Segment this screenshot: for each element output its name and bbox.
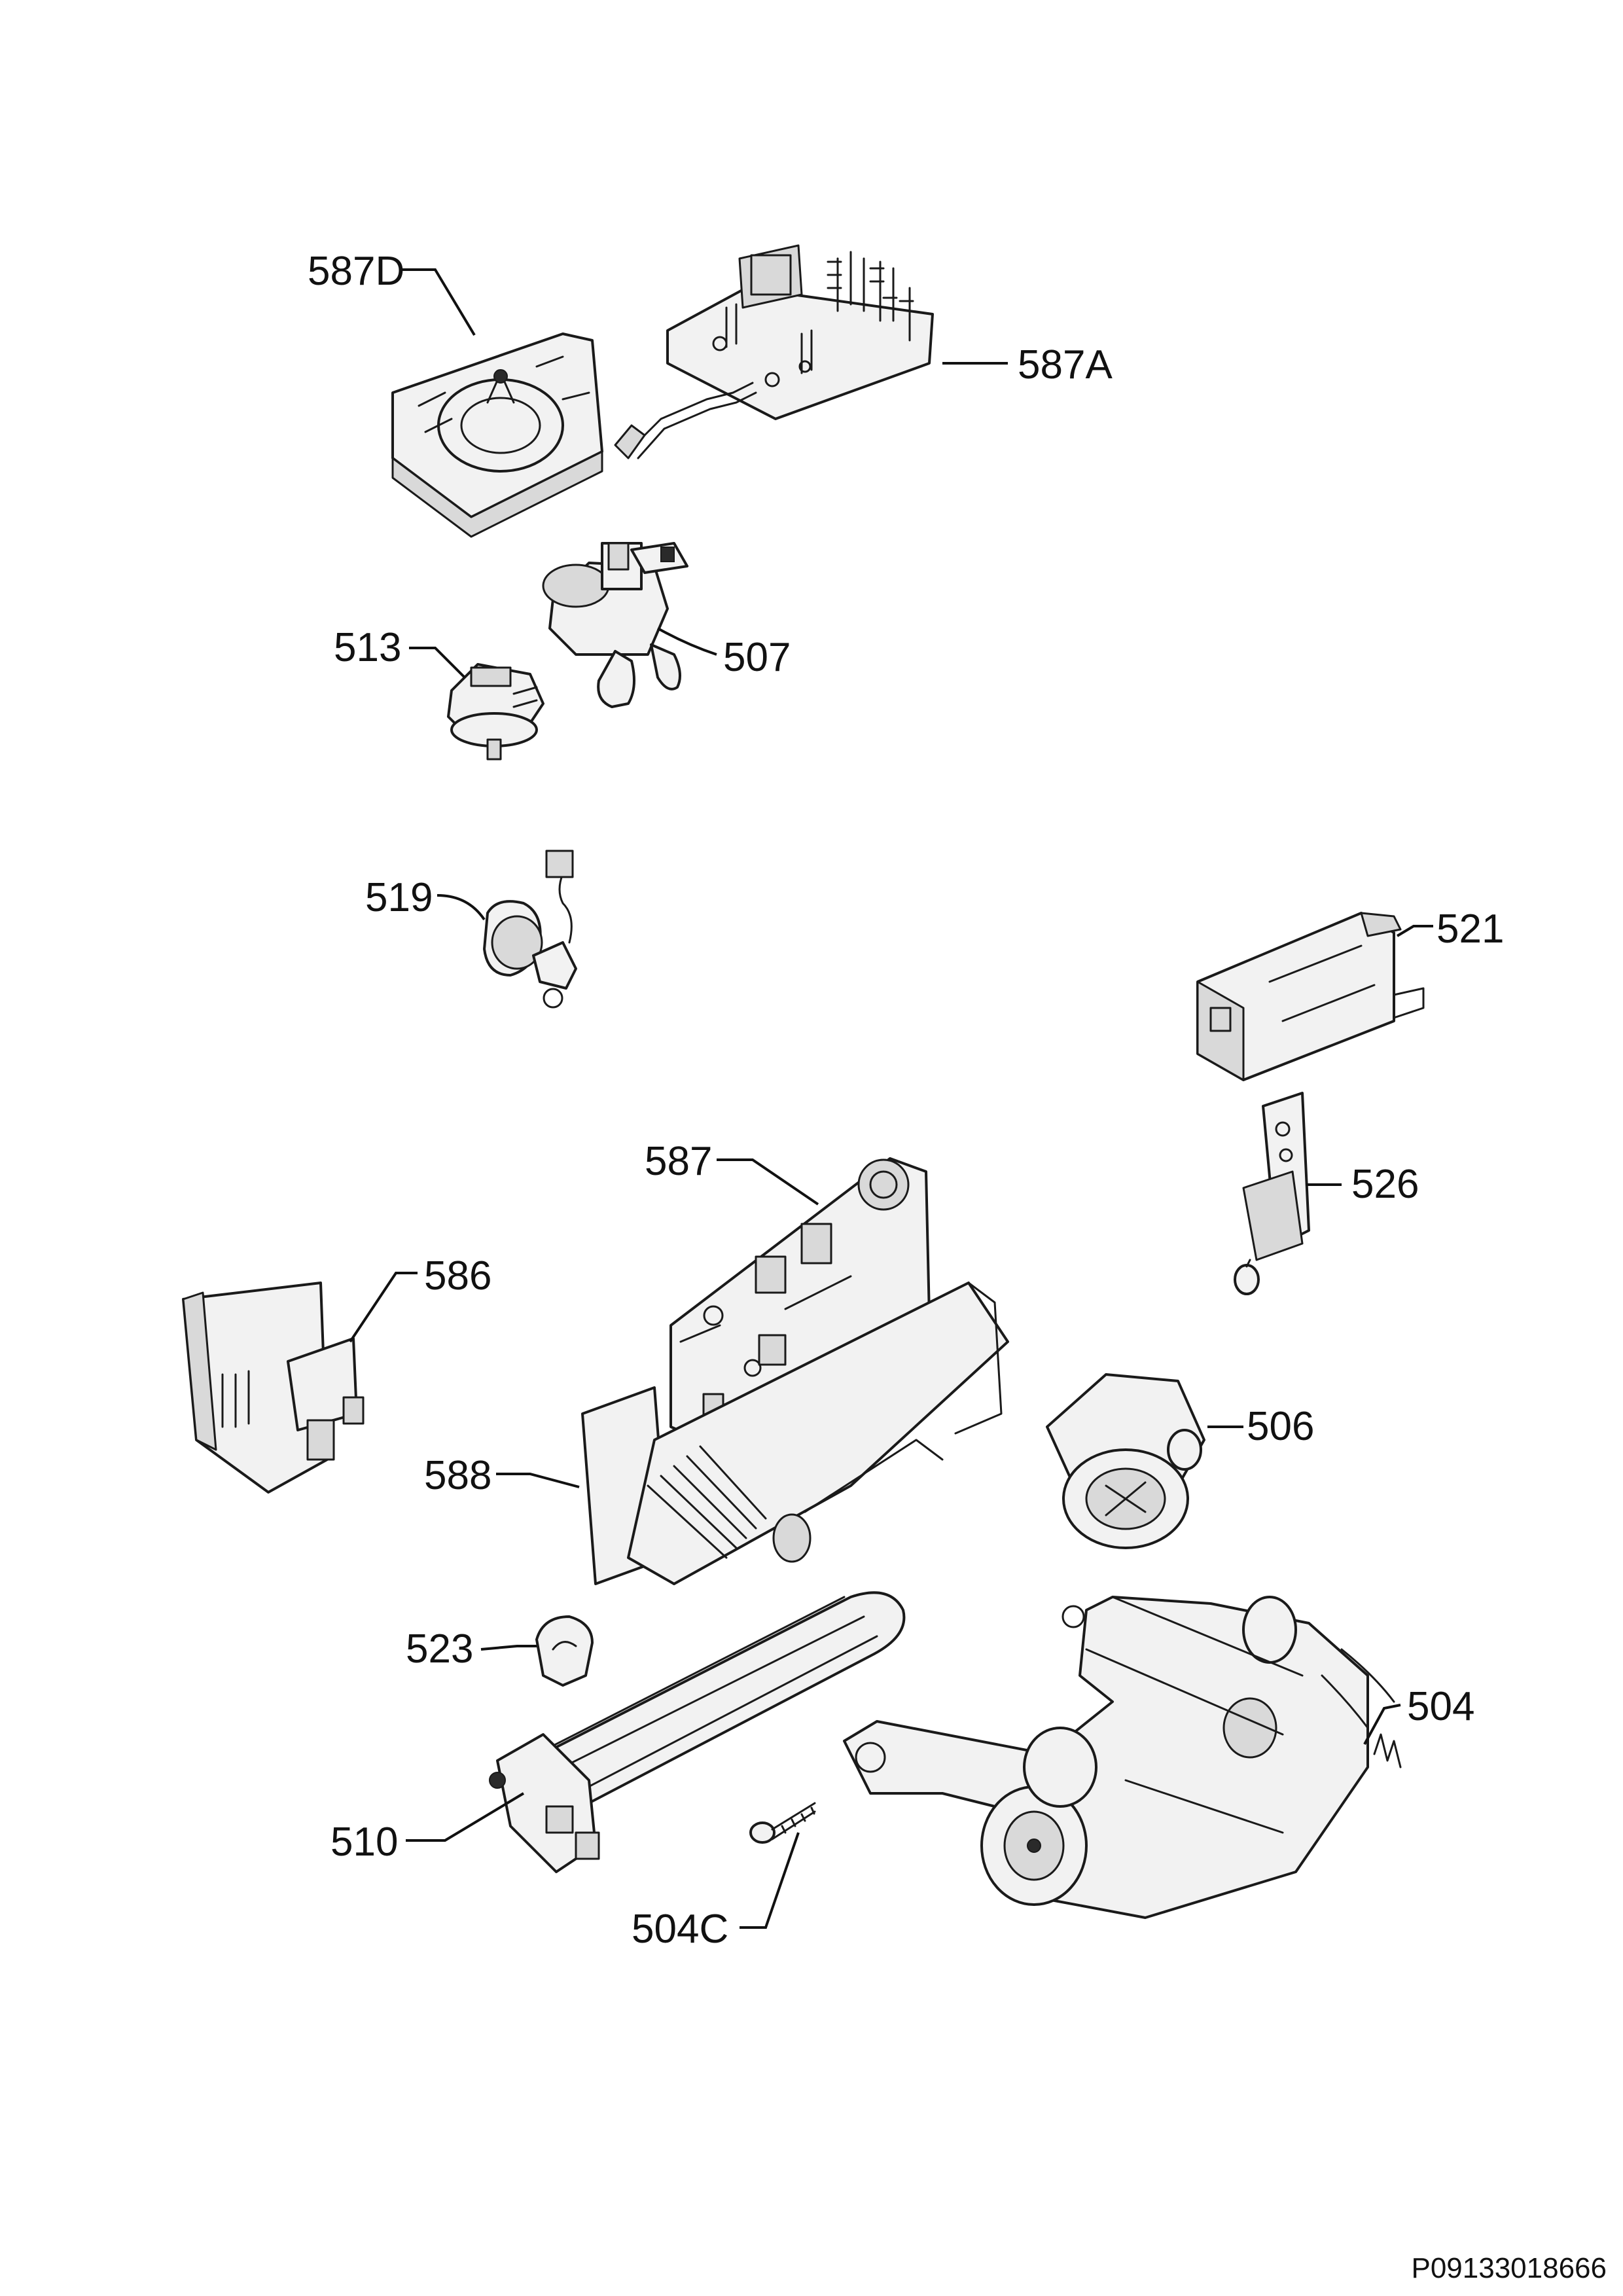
part-587d-control-housing	[391, 332, 603, 538]
part-513-pressure-switch	[447, 663, 544, 761]
label-507: 507	[723, 635, 791, 680]
leader-513	[409, 647, 466, 679]
part-504-motor	[843, 1596, 1402, 1919]
label-506: 506	[1247, 1404, 1314, 1449]
leader-586	[349, 1272, 418, 1343]
document-id: P09133018666	[1411, 2252, 1607, 2284]
label-587d: 587D	[308, 249, 404, 294]
leader-510	[406, 1792, 525, 1842]
label-513: 513	[334, 625, 401, 670]
part-587-main-board	[669, 1157, 931, 1441]
part-506-drain-pump	[1046, 1373, 1205, 1549]
label-523: 523	[406, 1626, 473, 1672]
part-588-board-housing	[581, 1282, 1009, 1585]
part-510-heating-element	[489, 1591, 906, 1873]
label-504c: 504C	[632, 1907, 728, 1952]
part-526-lock-switch	[1234, 1092, 1310, 1295]
label-526: 526	[1351, 1162, 1419, 1207]
leader-587d	[402, 268, 476, 336]
label-587a: 587A	[1018, 342, 1113, 387]
part-504c-screw	[749, 1802, 816, 1844]
part-523-clip	[535, 1615, 594, 1687]
label-586: 586	[424, 1253, 491, 1299]
label-519: 519	[365, 875, 433, 920]
leader-523	[480, 1645, 537, 1651]
label-521: 521	[1436, 906, 1504, 952]
label-587: 587	[645, 1139, 712, 1184]
leader-588	[496, 1473, 580, 1488]
part-521-door-lock	[1196, 912, 1425, 1081]
label-588: 588	[424, 1453, 491, 1498]
label-510: 510	[330, 1820, 398, 1865]
leader-507	[657, 627, 717, 656]
part-507-inlet-valve	[542, 542, 688, 708]
leader-504c	[740, 1832, 800, 1929]
leader-519	[437, 894, 486, 921]
leader-521	[1396, 925, 1433, 937]
part-519-temperature-sensor	[483, 850, 577, 1009]
part-586-pump-module	[182, 1282, 365, 1494]
part-587a-circuit-board	[614, 244, 934, 459]
label-504: 504	[1407, 1684, 1474, 1729]
leader-587	[717, 1158, 819, 1206]
leader-504	[1363, 1704, 1401, 1745]
